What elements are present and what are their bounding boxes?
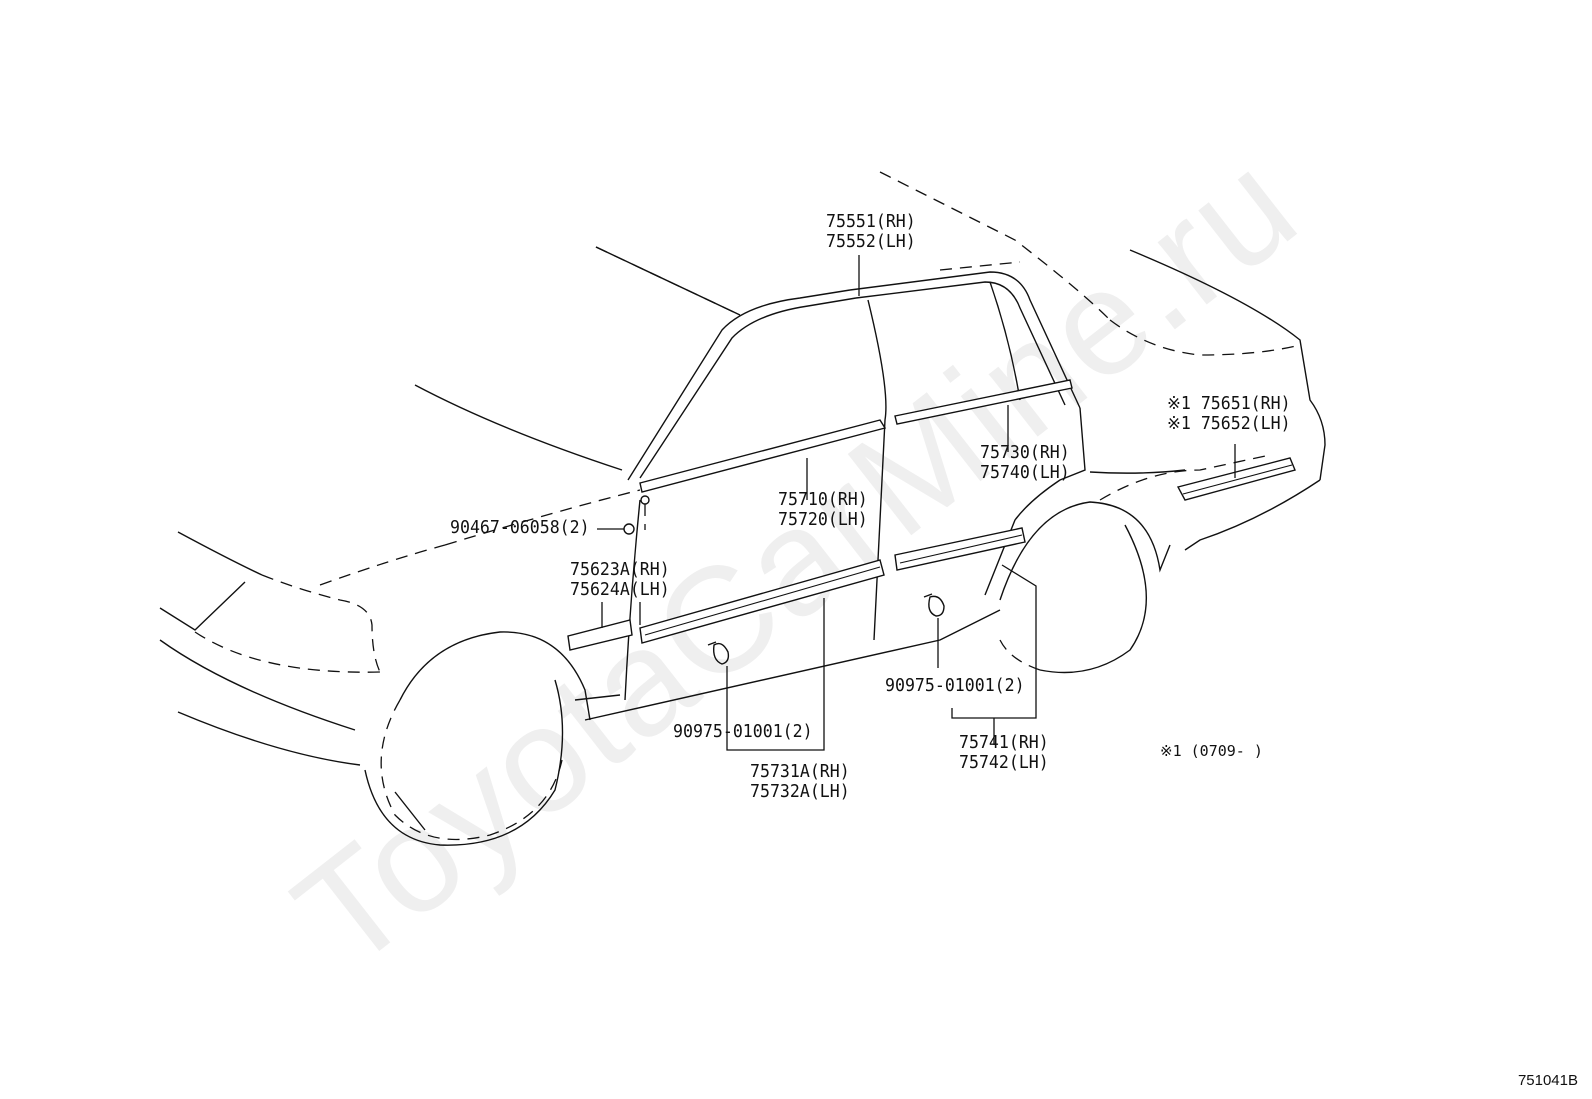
bumper-lower bbox=[177, 711, 361, 766]
headlamp-outline bbox=[159, 581, 246, 631]
trunk-dash bbox=[1109, 319, 1301, 356]
label-fender-molding-lh: 75624A(LH) bbox=[570, 579, 670, 600]
label-front-door-molding-rh: 75731A(RH) bbox=[750, 761, 850, 782]
hood-rear-dash bbox=[444, 489, 641, 546]
front-tire-dash bbox=[380, 699, 563, 841]
leader-front-door-molding bbox=[726, 598, 825, 751]
roof-rail bbox=[849, 271, 1081, 409]
door-front-edge bbox=[624, 499, 641, 701]
clip-rear-icon bbox=[923, 593, 945, 617]
roof-rail-inner bbox=[855, 281, 1066, 406]
front-wheel-arch bbox=[399, 631, 591, 721]
molding-inner-line-3 bbox=[1182, 464, 1293, 495]
pillar-screw-icon bbox=[640, 495, 650, 505]
trunk-line bbox=[1129, 249, 1326, 481]
bumper-upper bbox=[159, 639, 356, 731]
clip-front-icon bbox=[707, 641, 730, 665]
label-front-belt-molding-lh: 75720(LH) bbox=[778, 509, 868, 530]
leader-rear-door-molding bbox=[951, 564, 1037, 719]
label-fender-molding-rh: 75623A(RH) bbox=[570, 559, 670, 580]
b-pillar bbox=[867, 299, 887, 641]
label-rear-door-molding-lh: 75742(LH) bbox=[959, 752, 1049, 773]
rear-quarter-dash bbox=[1099, 454, 1271, 501]
rear-tire-dash bbox=[999, 639, 1041, 671]
label-clip-front-number: 90975-01001(2) bbox=[673, 721, 813, 742]
label-quarter-molding-rh: ※1 75651(RH) bbox=[1167, 393, 1291, 414]
label-rear-belt-molding-lh: 75740(LH) bbox=[980, 462, 1070, 483]
a-pillar-inner bbox=[639, 297, 857, 479]
hood-center-dash bbox=[319, 544, 446, 586]
label-rear-door-molding-rh: 75741(RH) bbox=[959, 732, 1049, 753]
production-date-note: ※1 (0709- ) bbox=[1160, 742, 1263, 760]
quarter-molding-strip bbox=[1176, 457, 1296, 501]
label-screw-number: 90467-06058(2) bbox=[450, 517, 590, 538]
grille-line bbox=[194, 631, 381, 673]
label-front-door-molding: 75731A(RH) 75732A(LH) bbox=[750, 762, 850, 802]
rear-belt-molding-strip bbox=[894, 379, 1073, 425]
rear-bumper bbox=[1184, 479, 1321, 551]
label-front-belt-molding: 75710(RH) 75720(LH) bbox=[778, 490, 868, 530]
screw-icon bbox=[623, 523, 635, 535]
label-front-belt-molding-rh: 75710(RH) bbox=[778, 489, 868, 510]
front-belt-molding-strip bbox=[639, 419, 887, 493]
molding-inner-line-1 bbox=[644, 566, 881, 636]
rocker-line-2 bbox=[574, 694, 621, 701]
rear-door-edge bbox=[984, 407, 1086, 596]
rocker-line bbox=[584, 609, 1001, 721]
rear-wheel-arch bbox=[999, 501, 1171, 601]
label-roof-molding-lh: 75552(LH) bbox=[826, 231, 916, 252]
label-clip-rear: 90975-01001(2) bbox=[885, 676, 1025, 696]
diagram-code: 751041B bbox=[1517, 1072, 1578, 1089]
label-clip-rear-number: 90975-01001(2) bbox=[885, 675, 1025, 696]
hood-line bbox=[414, 384, 623, 471]
c-pillar-window bbox=[989, 281, 1021, 401]
a-pillar-outer bbox=[627, 289, 851, 481]
molding-inner-line-2 bbox=[899, 534, 1023, 564]
front-tire bbox=[364, 679, 564, 846]
front-fender-top bbox=[177, 531, 263, 576]
label-roof-molding-rh: 75551(RH) bbox=[826, 211, 916, 232]
label-rear-belt-molding-rh: 75730(RH) bbox=[980, 442, 1070, 463]
label-clip-front: 90975-01001(2) bbox=[673, 722, 813, 742]
label-screw: 90467-06058(2) bbox=[450, 518, 590, 538]
label-rear-belt-molding: 75730(RH) 75740(LH) bbox=[980, 443, 1070, 483]
label-front-door-molding-lh: 75732A(LH) bbox=[750, 781, 850, 802]
roof-top-dash bbox=[879, 171, 1111, 321]
roof-top-dash-2 bbox=[939, 261, 1021, 271]
front-tire-tread bbox=[394, 791, 426, 831]
label-quarter-molding: ※1 75651(RH) ※1 75652(LH) bbox=[1167, 394, 1291, 434]
label-fender-molding: 75623A(RH) 75624A(LH) bbox=[570, 560, 670, 600]
rear-tire bbox=[1039, 524, 1147, 674]
label-quarter-molding-lh: ※1 75652(LH) bbox=[1167, 413, 1291, 434]
label-roof-molding: 75551(RH) 75552(LH) bbox=[826, 212, 916, 252]
headlamp-dash bbox=[261, 574, 381, 673]
label-rear-door-molding: 75741(RH) 75742(LH) bbox=[959, 733, 1049, 773]
fender-molding-strip bbox=[567, 619, 633, 651]
rear-quarter-top bbox=[1089, 469, 1186, 474]
windshield-base-line bbox=[595, 246, 741, 316]
